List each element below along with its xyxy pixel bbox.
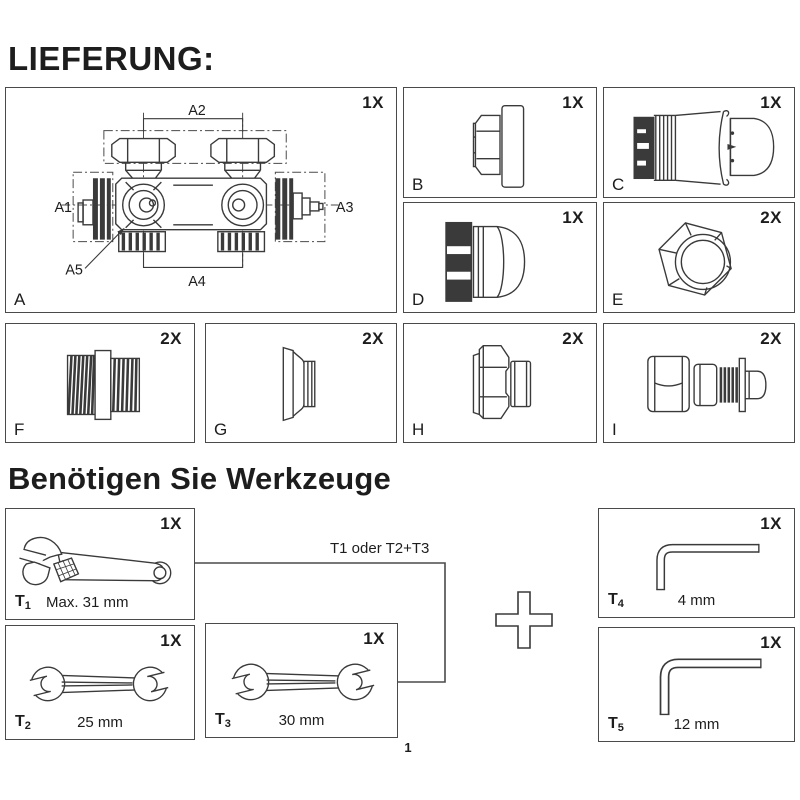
part-letter: C — [612, 175, 625, 194]
part-box-a: A1 A2 A3 A4 A5 1X A — [5, 87, 397, 313]
tool-label-t3: T3 — [215, 711, 231, 730]
tool-label-t4: T4 — [608, 591, 624, 610]
part-letter: I — [612, 420, 617, 439]
part-letter: F — [14, 420, 25, 439]
quantity-badge: 2X — [160, 329, 182, 348]
dim-label-a1: A1 — [54, 200, 72, 216]
tool-size-t4: 4 mm — [677, 592, 716, 609]
tool-label-t2: T2 — [15, 713, 31, 732]
dim-label-a4: A4 — [188, 274, 206, 290]
knurled-cap-drawing — [445, 221, 526, 302]
part-box-d: 1X D — [403, 202, 597, 313]
quantity-badge: 1X — [160, 631, 182, 650]
quantity-badge: 1X — [160, 514, 182, 533]
threaded-adapter-drawing — [66, 349, 141, 421]
quantity-badge: 2X — [760, 329, 782, 348]
dim-label-a5: A5 — [65, 262, 83, 278]
blind-plug-drawing — [472, 104, 525, 188]
pipe-connector-set-drawing — [647, 355, 767, 413]
quantity-badge: 1X — [760, 93, 782, 112]
part-box-h: 2X H — [403, 323, 597, 443]
dim-label-a3: A3 — [336, 200, 354, 216]
part-box-e: 2X E — [603, 202, 795, 313]
plus-icon — [495, 591, 553, 649]
quantity-badge: 2X — [562, 329, 584, 348]
part-box-g: 2X G — [205, 323, 397, 443]
allen-key-icon — [656, 543, 760, 591]
tool-box-t5: 1X T5 12 mm — [598, 627, 795, 742]
valve-manifold-drawing: A1 A2 A3 A4 A5 — [54, 103, 354, 290]
tool-alternative-connector-line — [195, 562, 446, 683]
thermostat-head-drawing — [633, 109, 775, 186]
part-letter: G — [214, 420, 228, 439]
tool-size-t1: Max. 31 mm — [46, 594, 129, 611]
adjustable-wrench-icon — [18, 536, 172, 586]
quantity-badge: 1X — [562, 208, 584, 227]
connector-label: T1 oder T2+T3 — [330, 540, 430, 557]
tool-size-t3: 30 mm — [278, 712, 325, 729]
quantity-badge: 1X — [760, 514, 782, 533]
open-end-wrench-icon — [228, 663, 378, 701]
quantity-badge: 1X — [760, 633, 782, 652]
part-box-c: 1X C — [603, 87, 795, 198]
tool-size-t2: 25 mm — [77, 714, 123, 731]
tool-box-t2: 1X T2 25 mm — [5, 625, 195, 740]
part-letter: D — [412, 290, 425, 309]
union-nut-drawing — [658, 222, 732, 296]
quantity-badge: 1X — [362, 93, 384, 112]
tool-box-t3: 1X T3 30 mm — [205, 623, 398, 738]
part-box-b: 1X B — [403, 87, 597, 198]
tools-heading: Benötigen Sie Werkzeuge — [8, 461, 392, 496]
part-letter: H — [412, 420, 425, 439]
part-letter: B — [412, 175, 424, 194]
part-letter: E — [612, 290, 624, 309]
tool-label-t5: T5 — [608, 715, 624, 734]
part-box-f: 2X F — [5, 323, 195, 443]
quantity-badge: 2X — [362, 329, 384, 348]
page-number: 1 — [404, 740, 412, 755]
allen-key-icon — [659, 658, 762, 716]
page-title: LIEFERUNG: — [8, 40, 215, 77]
compression-nut-ring-drawing — [472, 344, 532, 420]
tool-box-t1: 1X T1 Max. 31 mm — [5, 508, 195, 620]
dim-label-a2: A2 — [188, 103, 206, 119]
tool-box-t4: 1X T4 4 mm — [598, 508, 795, 618]
open-end-wrench-icon — [26, 666, 172, 702]
tool-size-t5: 12 mm — [673, 716, 720, 733]
quantity-badge: 2X — [760, 208, 782, 227]
quantity-badge: 1X — [363, 629, 385, 648]
tool-label-t1: T1 — [15, 593, 31, 612]
part-letter: A — [14, 290, 26, 309]
part-box-i: 2X I — [603, 323, 795, 443]
sealing-cone-drawing — [282, 346, 316, 422]
quantity-badge: 1X — [562, 93, 584, 112]
